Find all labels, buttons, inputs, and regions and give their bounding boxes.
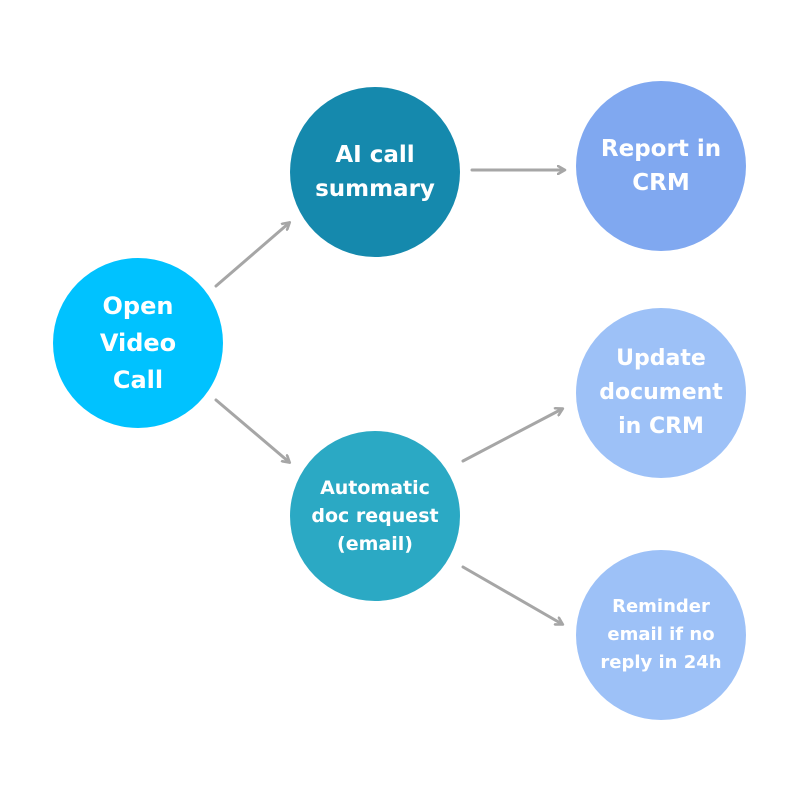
node-automatic-doc-request-label: Automatic doc request (email) bbox=[311, 477, 439, 555]
node-open-video-call-label: Open Video Call bbox=[99, 291, 177, 394]
node-report-in-crm-label: Report in CRM bbox=[600, 136, 722, 196]
arrow-open-to-ai-summary bbox=[214, 223, 289, 288]
node-report-in-crm: Report in CRM bbox=[576, 81, 746, 251]
node-ai-call-summary: AI call summary bbox=[290, 87, 460, 257]
node-reminder-email-label: Reminder email if no reply in 24h bbox=[600, 596, 722, 673]
arrow-doc-request-to-update bbox=[461, 409, 562, 463]
node-ai-call-summary-label: AI call summary bbox=[315, 142, 435, 202]
arrow-open-to-doc-request bbox=[214, 398, 289, 462]
node-reminder-email: Reminder email if no reply in 24h bbox=[576, 550, 746, 720]
node-open-video-call: Open Video Call bbox=[53, 258, 223, 428]
node-update-document-in-crm: Update document in CRM bbox=[576, 308, 746, 478]
node-automatic-doc-request: Automatic doc request (email) bbox=[290, 431, 460, 601]
arrow-doc-request-to-reminder bbox=[461, 565, 562, 624]
node-update-document-in-crm-label: Update document in CRM bbox=[599, 346, 723, 439]
